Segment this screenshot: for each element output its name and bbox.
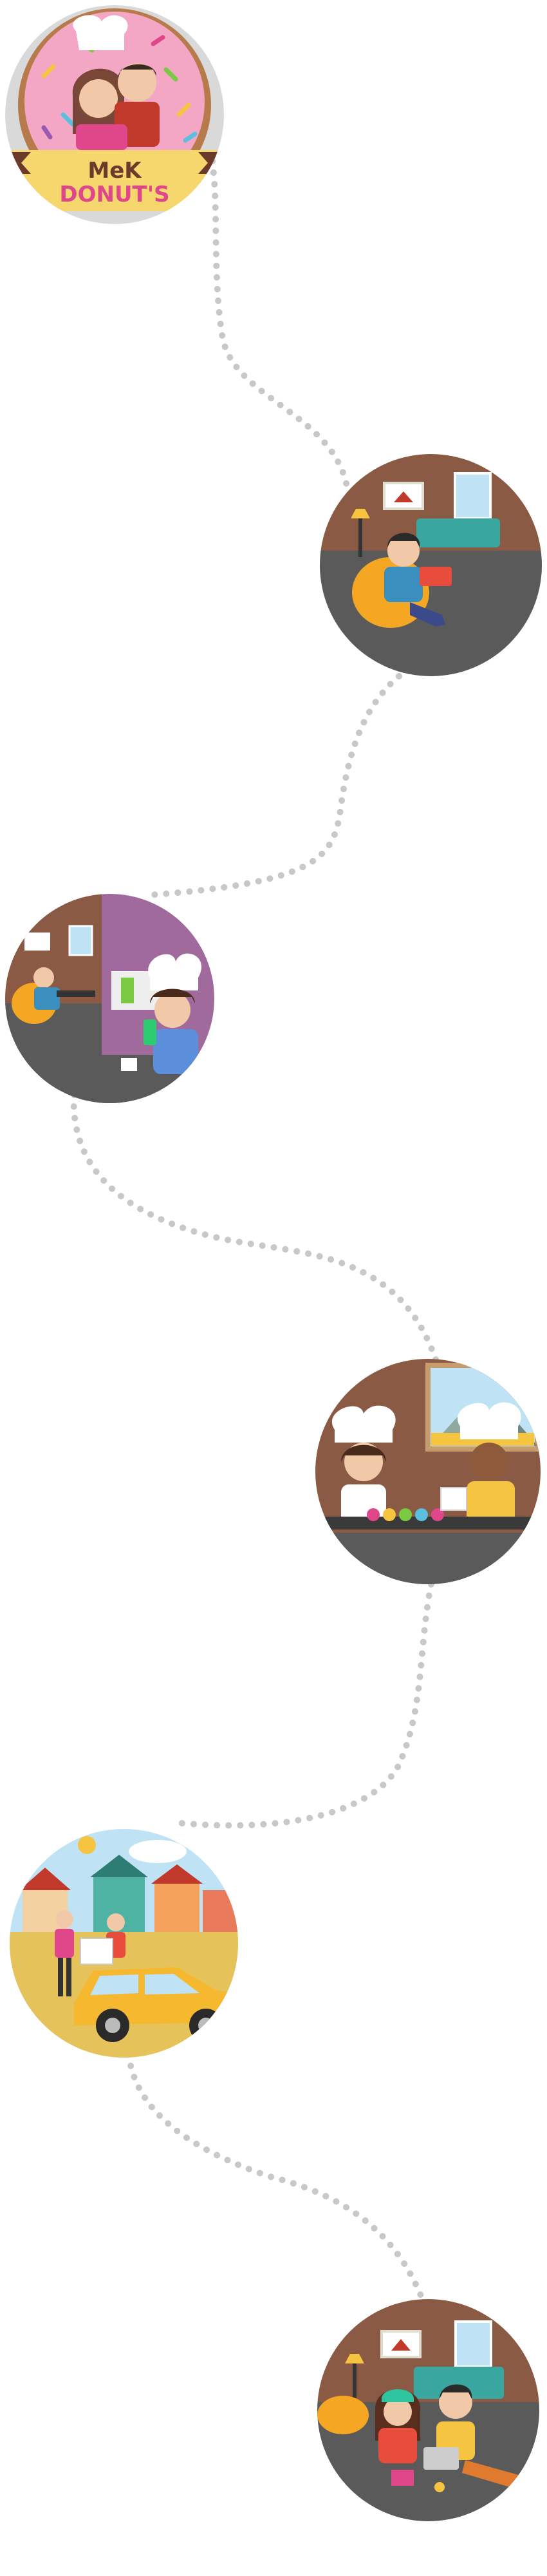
happy-ending-scene xyxy=(317,2299,539,2521)
chef-hat-icon xyxy=(148,953,202,990)
split-idea-scene xyxy=(5,894,214,1103)
sun-icon xyxy=(78,1836,96,1854)
phone-icon xyxy=(144,1019,156,1045)
chill-room-scene xyxy=(320,454,542,676)
chef-hat-icon xyxy=(73,15,128,50)
bean-bag xyxy=(317,2396,369,2434)
logo-line-1: MeK xyxy=(88,158,142,184)
lamp-icon xyxy=(351,509,370,518)
donut-box-icon xyxy=(80,1938,113,1965)
laptop-icon xyxy=(423,2447,459,2470)
logo-line-2: DONUT'S xyxy=(59,182,169,207)
donut-row xyxy=(367,1508,444,1521)
donut-box-icon xyxy=(440,1487,467,1511)
donut-box-icon xyxy=(420,567,452,586)
window-icon xyxy=(454,472,492,520)
sofa xyxy=(414,2367,504,2399)
chef-hat-icon xyxy=(457,1402,521,1439)
chef-hat-icon xyxy=(331,1405,396,1443)
donut-box-icon xyxy=(391,2470,414,2486)
dotted-line xyxy=(70,158,441,2309)
delivery-scene xyxy=(10,1829,238,2058)
lamp-icon xyxy=(345,2354,364,2363)
counter xyxy=(315,1517,541,1530)
sofa xyxy=(416,518,500,547)
logo-scene: MeK DONUT'S xyxy=(5,5,224,224)
bakery-scene xyxy=(315,1359,541,1584)
